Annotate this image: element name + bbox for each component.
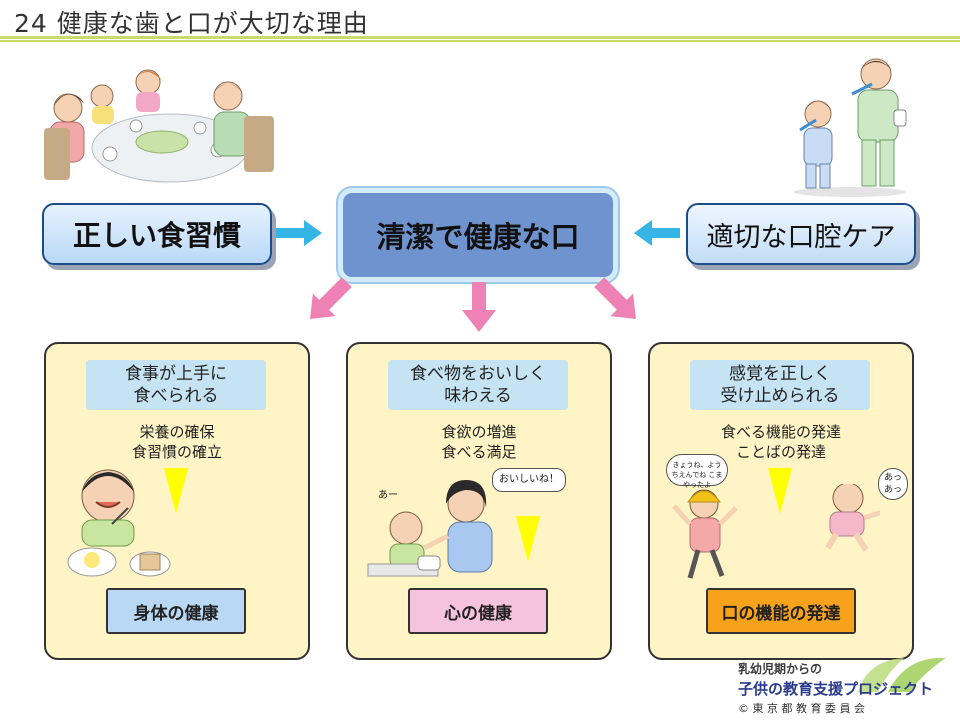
down-arrow-icon [462,282,496,332]
child-eating-illustration [67,469,171,577]
label-fill [410,590,546,632]
label-fill [108,590,244,632]
family-dinner-illustration [44,69,274,183]
correct-eating-habits-box: 正しい食習慣 [42,203,272,265]
heading-line: 食事が上手に [125,364,227,384]
panel-subtext: 食べる機能の発達 ことばの発達 [650,422,912,462]
right-arrow-icon [276,220,322,246]
slide-title: 24 健康な歯と口が大切な理由 [14,9,369,38]
baby-sound-text: あー [378,490,398,501]
project-logo: 乳幼児期からの 子供の教育支援プロジェクト © 東 京 都 教 育 委 員 会 [738,657,952,716]
heading-line: 食べられる [133,386,219,406]
subtext-line: ことばの発達 [735,443,826,461]
parent-feeding-baby-illustration [367,480,493,577]
speech-bubble: あっ あっ [878,468,908,500]
panel-physical-health: 食事が上手に 食べられる 栄養の確保 食習慣の確立 身体の健康 [44,342,310,660]
children-talking-illustration [672,484,880,579]
panel-mental-health: 食べ物をおいしく 味わえる 食欲の増進 食べる満足 おいしいね！ あー 心の健康 [346,342,612,660]
subtext-line: 栄養の確保 [139,423,215,441]
heading-line: 食べ物をおいしく [410,364,546,384]
label-fill [708,590,854,632]
tooth-brushing-illustration [794,58,907,197]
heading-line: 味わえる [444,386,512,406]
title-rule [0,36,960,42]
speech-bubble: きょうね、ようちえんでね こまやったよ [666,454,728,489]
down-left-arrow-icon [310,277,352,319]
subtext-line: 食欲の増進 [441,423,517,441]
yellow-triangle-icon [768,468,792,514]
panel-subtext: 食欲の増進 食べる満足 [348,422,610,462]
panel-subtext: 栄養の確保 食習慣の確立 [46,422,308,462]
down-right-arrow-icon [594,277,636,319]
physical-health-label: 身体の健康 [106,588,246,634]
label-text: 口の機能の発達 [721,603,841,624]
panel-heading: 食べ物をおいしく 味わえる [388,360,568,410]
yellow-triangle-icon [516,516,540,562]
panel-heading: 感覚を正しく 受け止められる [690,360,870,410]
subtext-line: 食習慣の確立 [131,443,222,461]
heading-line: 感覚を正しく [729,364,831,384]
oral-function-development-label: 口の機能の発達 [706,588,856,634]
left-arrow-icon [634,220,680,246]
subtext-line: 食べる機能の発達 [720,423,841,441]
subtext-line: 食べる満足 [441,443,517,461]
clean-healthy-mouth-box: 清潔で健康な口 [338,188,618,282]
label-text: 心の健康 [444,603,512,624]
speech-bubble: おいしいね！ [492,468,566,492]
proper-oral-care-box: 適切な口腔ケア [686,203,916,265]
logo-line1: 乳幼児期からの [738,662,823,676]
yellow-triangle-icon [164,468,188,514]
panel-heading: 食事が上手に 食べられる [86,360,266,410]
label-text: 身体の健康 [133,603,219,624]
logo-line2: 子供の教育支援プロジェクト [738,680,934,698]
panel-oral-function-development: 感覚を正しく 受け止められる 食べる機能の発達 ことばの発達 きょうね、ようちえ… [648,342,914,660]
mental-health-label: 心の健康 [408,588,548,634]
leaf-logo-icon [858,657,946,692]
logo-line3: © 東 京 都 教 育 委 員 会 [738,702,865,715]
heading-line: 受け止められる [720,386,840,406]
